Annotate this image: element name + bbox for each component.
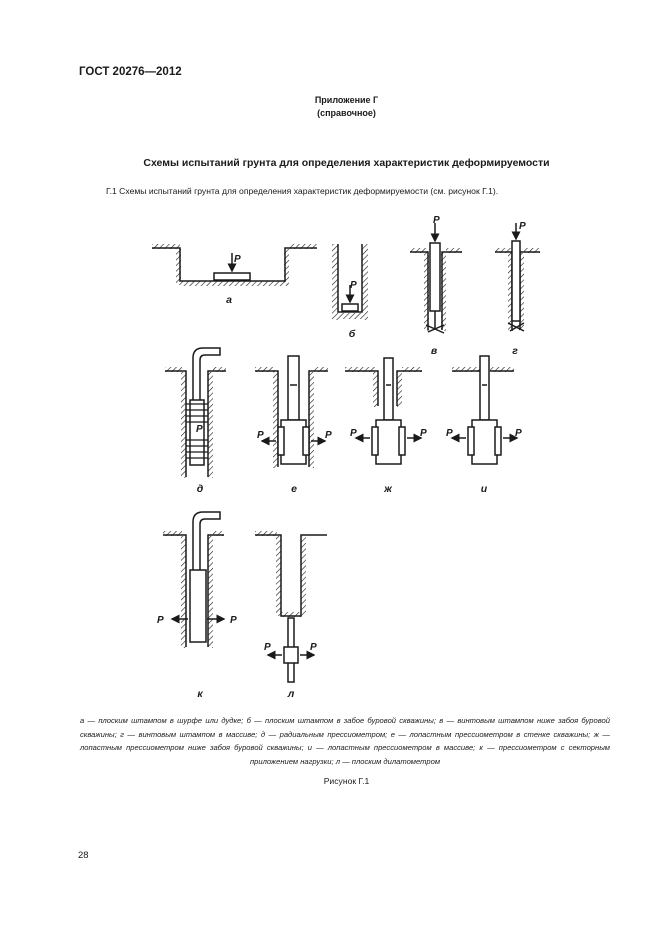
load-p-zh-left: P: [350, 428, 357, 439]
scheme-i: [450, 355, 519, 465]
document-code: ГОСТ 20276—2012: [79, 66, 182, 78]
load-p-i-left: P: [446, 428, 453, 439]
load-p-e-right: P: [325, 430, 332, 441]
label-e: е: [291, 483, 297, 495]
load-p-l-left: P: [264, 642, 271, 653]
load-p-i-right: P: [515, 428, 522, 439]
scheme-l: [255, 531, 327, 683]
annex-title: Приложение Г: [314, 95, 379, 105]
scheme-v: [410, 223, 462, 334]
label-l: л: [287, 688, 295, 700]
scheme-d: [165, 347, 226, 478]
load-p-k-left: P: [157, 615, 164, 626]
paragraph-g1: Г.1 Схемы испытаний грунта для определен…: [106, 186, 499, 196]
scheme-k: [163, 511, 226, 648]
label-g: г: [512, 345, 518, 357]
load-p-b: P: [350, 280, 357, 291]
label-k: к: [197, 688, 203, 700]
scheme-b: [332, 244, 368, 320]
label-zh: ж: [383, 483, 393, 495]
label-a: а: [226, 294, 232, 306]
scheme-e: [255, 355, 328, 468]
load-p-k-right: P: [230, 615, 237, 626]
figure-title: Рисунок Г.1: [323, 776, 370, 786]
load-p-d: P: [196, 424, 203, 435]
load-p-e-left: P: [257, 430, 264, 441]
scheme-zh: [345, 357, 423, 465]
load-p-zh-right: P: [420, 428, 427, 439]
load-p-g: P: [519, 221, 526, 232]
scheme-a: [152, 244, 317, 286]
label-b: б: [349, 328, 356, 340]
annex-subtitle: (справочное): [317, 108, 376, 118]
scheme-g: [495, 223, 540, 332]
label-d: д: [197, 483, 204, 495]
load-p-l-right: P: [310, 642, 317, 653]
label-i: и: [481, 483, 488, 495]
label-v: в: [431, 345, 438, 357]
section-heading: Схемы испытаний грунта для определения х…: [143, 157, 550, 169]
load-p-a: P: [234, 254, 241, 265]
figure-legend: а — плоским штампом в шурфе или дудке; б…: [80, 716, 610, 766]
page-number: 28: [78, 850, 89, 861]
load-p-v: P: [433, 215, 440, 226]
